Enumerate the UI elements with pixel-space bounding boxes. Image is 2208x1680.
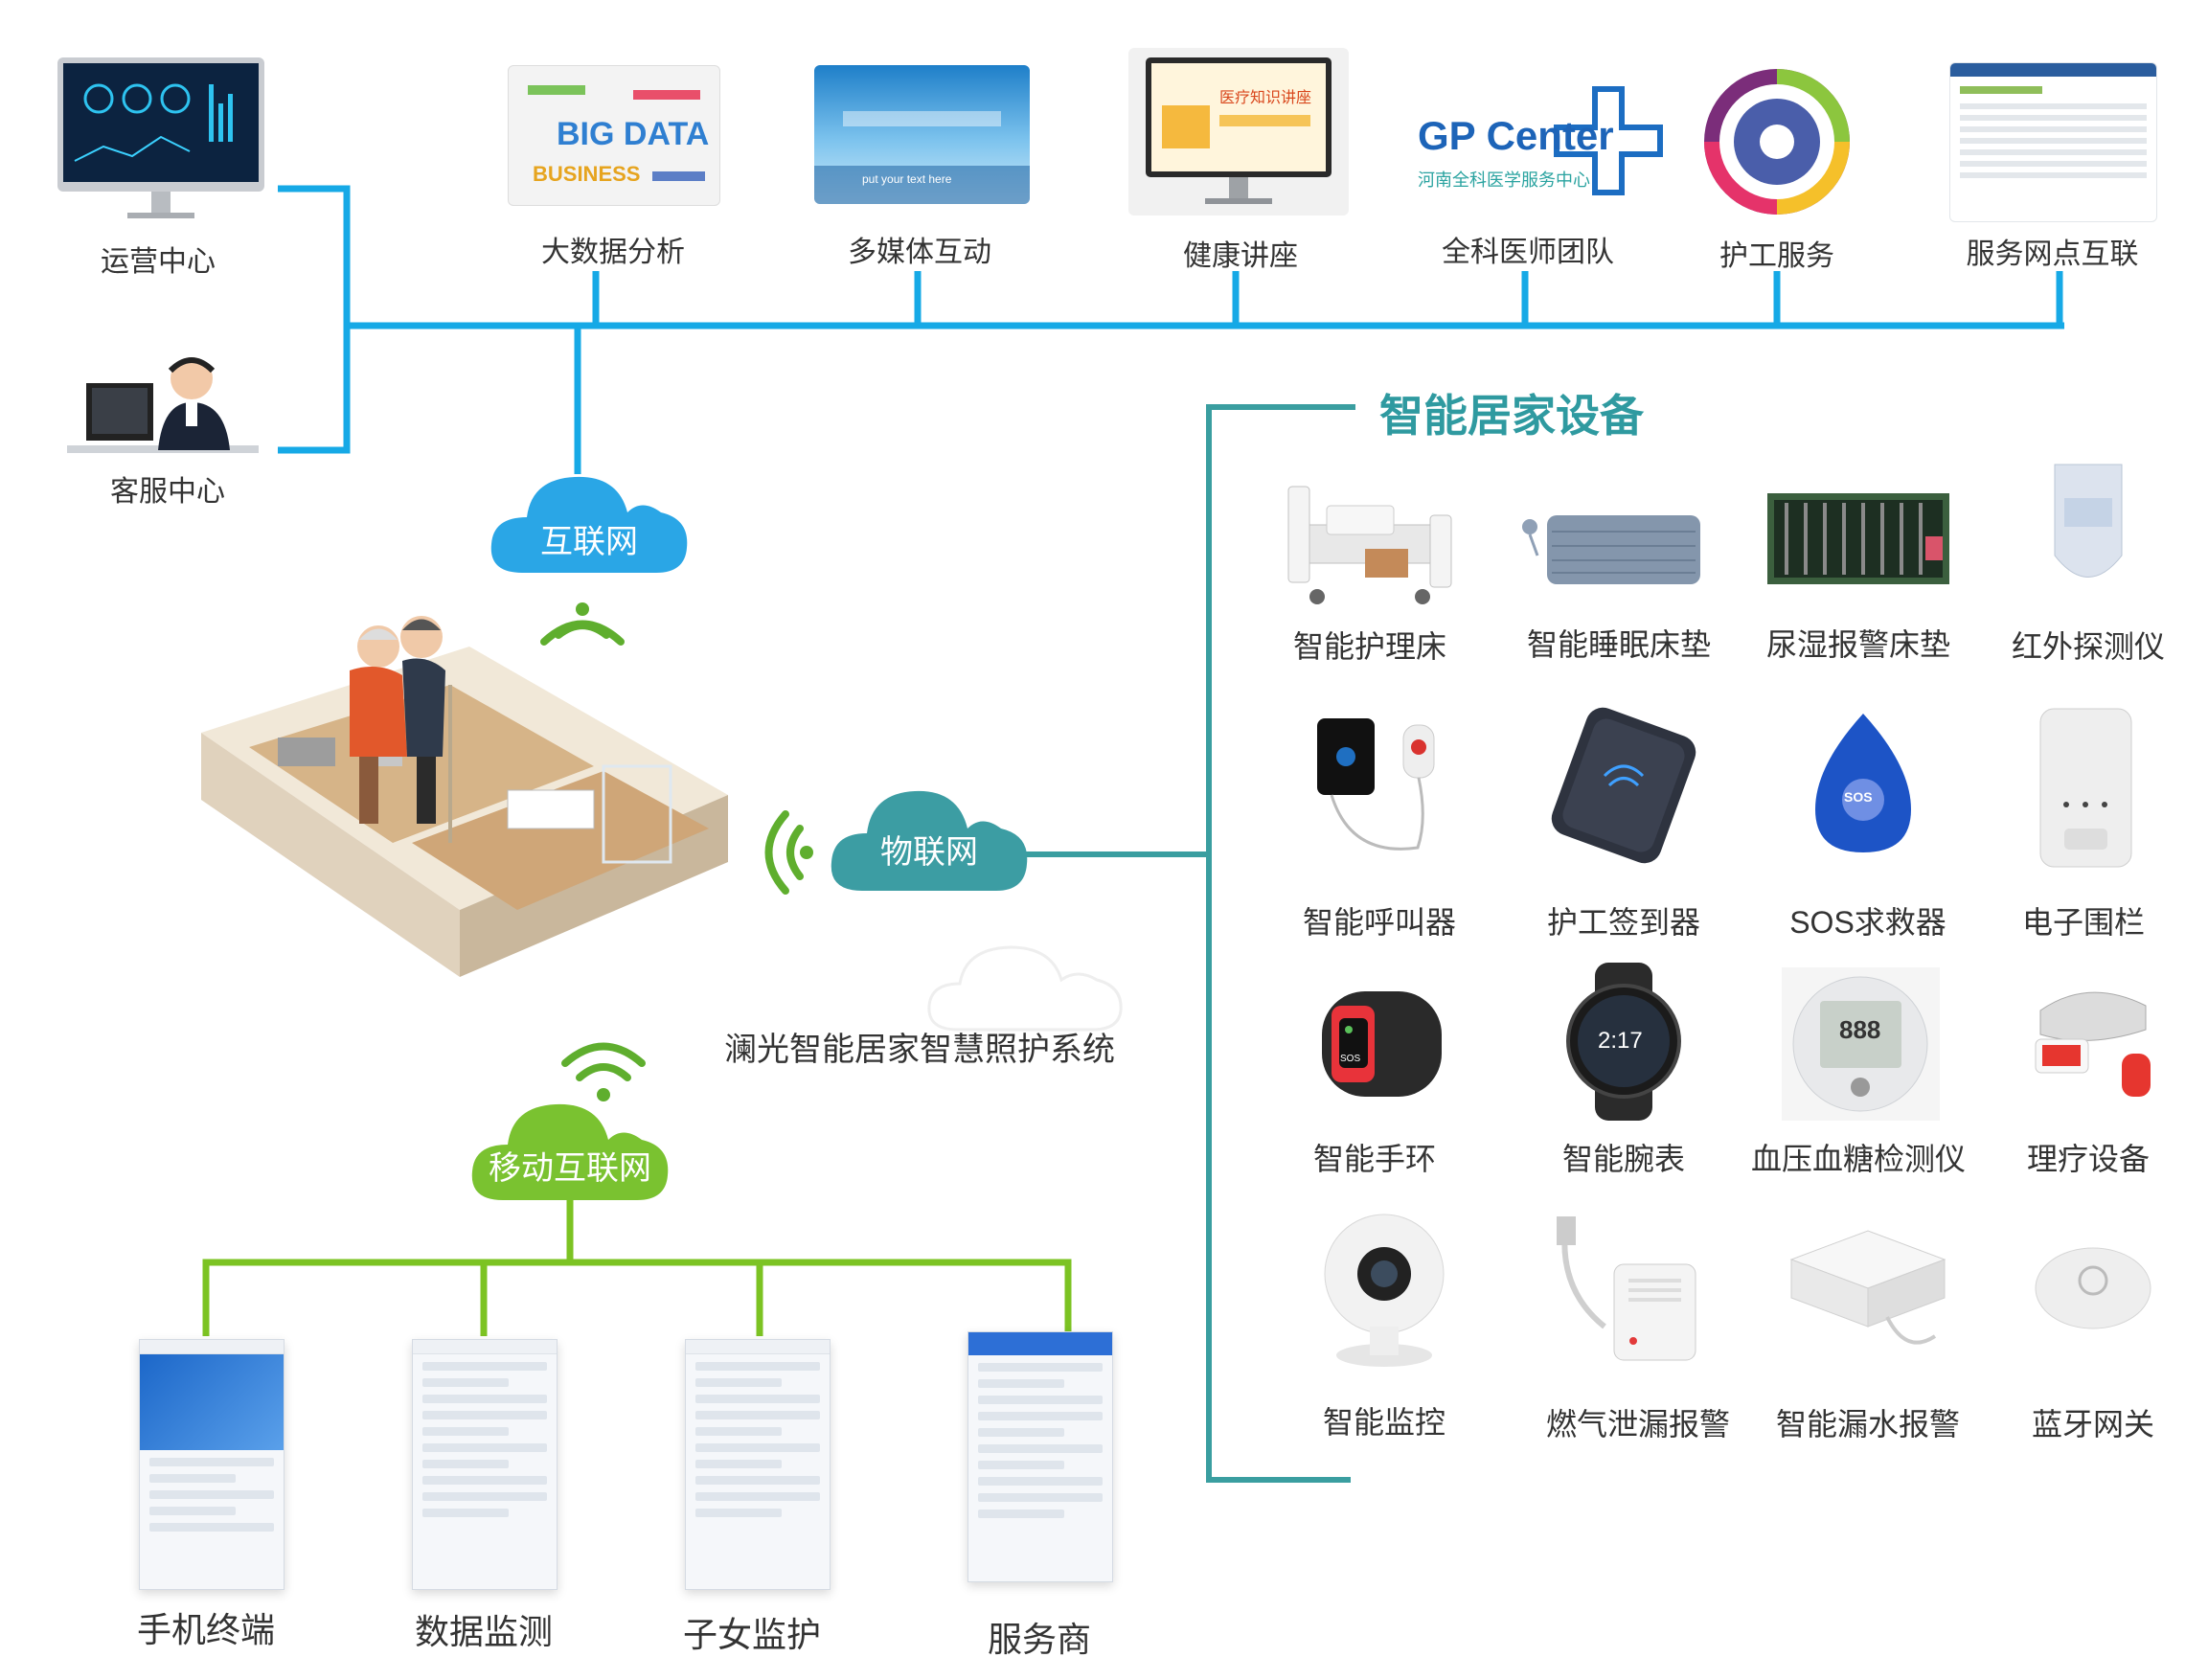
device-label-0: 智能护理床 [1292,629,1446,664]
lecture-label: 健康讲座 [1183,240,1298,272]
big-data-label: 大数据分析 [541,237,685,268]
gp-center-logo: GP Center 河南全科医学服务中心 [1413,84,1663,199]
sos-device-icon: SOS [1806,709,1921,862]
center-title: 澜光智能居家智慧照护系统 [724,1032,1115,1068]
ops-center-node [56,56,266,228]
device-label-13: 燃气泄漏报警 [1545,1407,1730,1442]
media-thumb: put your text here [814,65,1030,204]
child-guardian-screen [685,1339,831,1590]
data-monitor-screen [412,1339,558,1590]
nursing-wheel-icon [1704,69,1850,215]
big-data-thumb: BIG DATA BUSINESS [508,65,720,206]
gp-sub: 河南全科医学服务中心 [1418,170,1590,190]
band-badge: SOS [1340,1054,1361,1064]
mobile-wifi-icon [561,1042,646,1101]
service-provider-label: 服务商 [987,1620,1091,1659]
device-label-7: 电子围栏 [2021,905,2145,940]
water-leak-icon [1782,1221,1949,1360]
iot-cloud-label: 物联网 [880,834,978,871]
device-label-5: 护工签到器 [1546,905,1700,940]
device-label-15: 蓝牙网关 [2031,1407,2154,1442]
gas-alarm-icon [1547,1212,1705,1374]
device-label-4: 智能呼叫器 [1302,905,1456,940]
service-center-node [67,350,259,460]
mobile-cloud-label: 移动互联网 [489,1150,651,1187]
internet-cloud [490,476,688,573]
smart-watch-icon: 2:17 [1561,963,1686,1121]
infrared-detector-icon [2045,460,2131,603]
device-label-9: 智能腕表 [1561,1142,1685,1176]
smart-home-illustration [192,594,747,1034]
phone-terminal-label: 手机终端 [136,1610,275,1649]
network-label: 服务网点互联 [1966,238,2139,270]
data-monitor-label: 数据监测 [414,1612,553,1651]
devices-title: 智能居家设备 [1379,391,1644,441]
device-label-8: 智能手环 [1312,1142,1436,1176]
iot-wifi-icon [764,810,813,895]
gp-title: GP Center [1418,113,1614,158]
service-provider-screen [967,1331,1113,1582]
media-text: put your text here [862,172,952,186]
customer-service-icon [67,357,259,453]
camera-icon [1317,1202,1451,1370]
ops-center-label: 运营中心 [101,246,216,278]
network-thumb [1949,62,2157,222]
e-fence-icon [2036,704,2136,872]
internet-wifi-icon [540,602,625,646]
bluetooth-gateway-icon [2031,1240,2155,1336]
meter-digits: 888 [1839,1015,1881,1044]
device-label-1: 智能睡眠床垫 [1526,627,1711,662]
checkin-device-icon [1547,707,1700,864]
monitor-icon [57,57,264,218]
sleep-mattress-icon [1509,498,1710,594]
iot-cloud [831,790,1028,891]
lecture-thumb: 医疗知识讲座 [1128,48,1349,216]
decorative-cloud [927,945,1123,1032]
device-label-14: 智能漏水报警 [1775,1407,1960,1442]
nursing-bed-icon [1279,467,1461,611]
smart-band-icon: SOS [1312,972,1451,1111]
sos-badge: SOS [1844,789,1873,805]
internet-cloud-label: 互联网 [540,524,638,560]
nursing-label: 护工服务 [1719,240,1834,272]
therapy-device-icon [2021,972,2160,1106]
device-label-10: 血压血糖检测仪 [1750,1142,1966,1176]
nursing-logo [1700,65,1854,218]
device-label-3: 红外探测仪 [2011,629,2165,664]
service-center-label: 客服中心 [110,476,225,508]
bp-glucose-meter-icon: 888 [1782,967,1940,1121]
big-data-text: BIG DATA [557,116,710,152]
device-label-12: 智能监控 [1322,1405,1445,1440]
gp-label: 全科医师团队 [1442,237,1614,268]
wetness-pad-icon [1763,488,1954,589]
device-label-2: 尿湿报警床垫 [1765,627,1950,662]
media-label: 多媒体互动 [848,237,991,268]
device-label-6: SOS求救器 [1789,905,1946,940]
call-button-icon [1312,714,1446,876]
phone-terminal-screen [139,1339,285,1590]
child-guardian-label: 子女监护 [682,1615,821,1654]
mobile-cloud [471,1103,669,1200]
big-data-sub: BUSINESS [533,162,641,186]
lecture-text: 医疗知识讲座 [1219,90,1312,106]
device-label-11: 理疗设备 [2026,1142,2150,1176]
watch-time: 2:17 [1598,1028,1643,1054]
